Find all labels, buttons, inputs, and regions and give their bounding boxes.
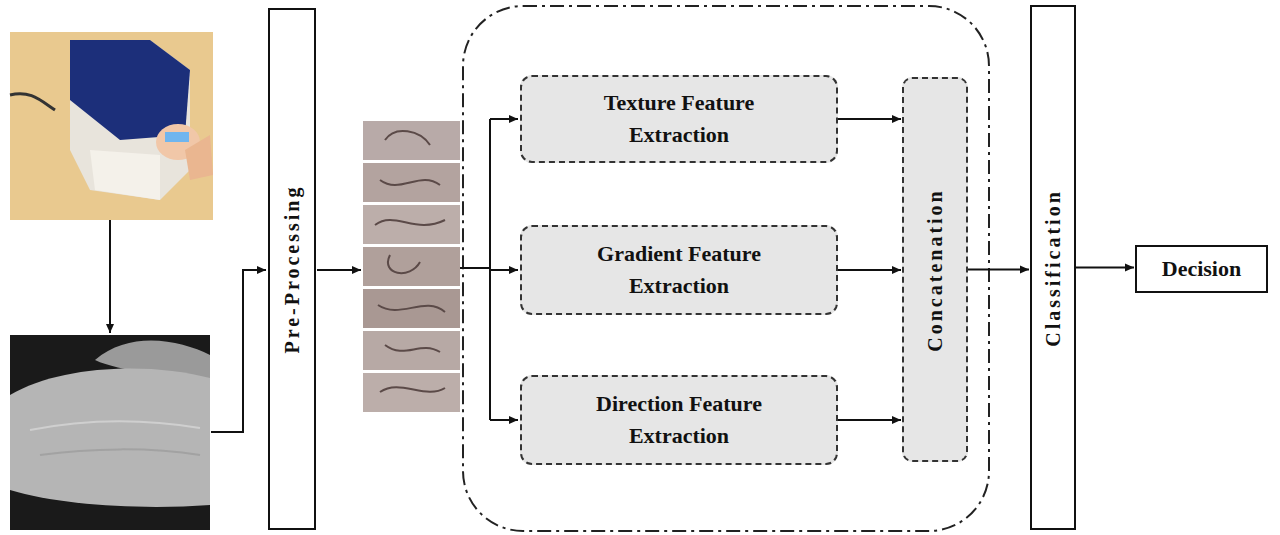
finger-capture-image: [10, 335, 210, 530]
feature-region: [463, 6, 989, 531]
node-label: Pre-Processing: [281, 184, 304, 353]
output-box: Decision: [1135, 245, 1268, 293]
feature-box: Direction Feature Extraction: [520, 375, 838, 465]
node-label: Decision: [1162, 253, 1241, 285]
node-label: Concatenation: [924, 188, 947, 351]
arrow-connector: [968, 269, 1029, 271]
finger-strip-images: [363, 120, 460, 413]
feature-box: Texture Feature Extraction: [520, 75, 838, 163]
arrow-connector: [838, 118, 901, 120]
process-box: Pre-Processing: [268, 8, 316, 530]
node-label: Gradient Feature Extraction: [584, 238, 774, 302]
node-label: Classification: [1042, 189, 1065, 347]
device-photo: [10, 32, 213, 220]
feature-box: Gradient Feature Extraction: [520, 225, 838, 315]
arrow-connector: [838, 419, 901, 421]
node-label: Texture Feature Extraction: [584, 87, 774, 151]
node-label: Direction Feature Extraction: [584, 388, 774, 452]
process-box: Classification: [1030, 5, 1076, 530]
concat-box: Concatenation: [902, 77, 968, 462]
arrow-connector: [838, 269, 901, 271]
arrow-connector: [1076, 267, 1134, 269]
